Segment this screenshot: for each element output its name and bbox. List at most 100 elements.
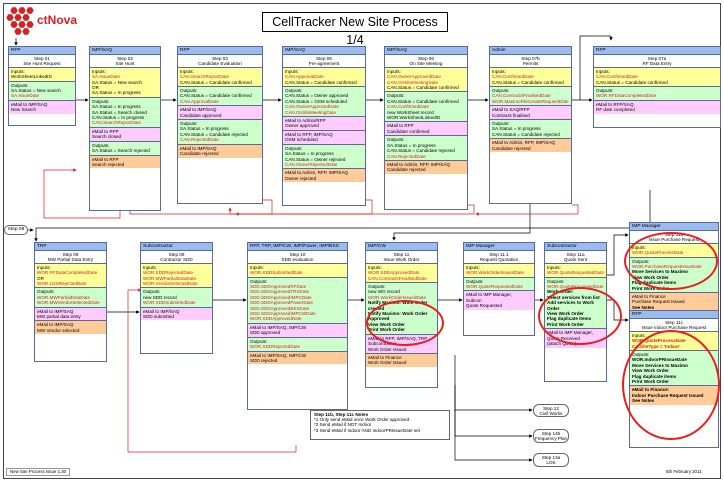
step-number: Step 05	[316, 56, 332, 61]
step-title: Site Hunt	[115, 61, 135, 67]
role-tag: IMP/SAQ	[283, 47, 365, 55]
section-line: eMail to IMP/SAQ, IMP/CW	[250, 324, 307, 330]
step-11-notes: Step 11b, Step 11c Notes *1 Only send eM…	[310, 410, 450, 440]
section-line: Outputs:	[37, 289, 55, 295]
section-line: SDD.SDDApprovedPowerDate	[250, 300, 314, 306]
section-line: CAN.OnSiteMeetingDate	[387, 79, 439, 85]
section-line: Quote Received	[547, 335, 580, 341]
section-line: eMail to Finance	[368, 354, 402, 360]
notes-item: *2 Send eMail if NOT Indoor	[314, 422, 372, 428]
pill-line: Step 12	[543, 405, 559, 411]
section-line: CAN.Status = Candidate rejected	[387, 148, 455, 154]
section-line: CAN.SearchReportDate	[92, 120, 142, 126]
step-title: RF Data Entry	[642, 61, 672, 67]
section-line: eMail to IMP/SAQ	[37, 322, 74, 328]
section-line: Outputs:	[180, 121, 198, 127]
section-line: CAN.OnSiteMeetingDate	[285, 109, 337, 115]
step-title: Permits	[522, 61, 539, 67]
section-line: SDD rejected	[250, 357, 278, 363]
step-section: Outputs:CAN.Status = Candidate confirmed…	[178, 87, 262, 107]
section-line: SA.Status = In progress	[92, 90, 141, 96]
section-line: Outputs:	[492, 121, 510, 127]
section-line: WOR.WorkOrderIssuedDate	[466, 270, 525, 276]
section-line: WOR.QuoteProcessedDate	[547, 284, 604, 290]
section-line: Outputs:	[632, 258, 650, 264]
role-tag: RFP, TRP, IMP/CW, IMP/Power, IMP/BSS	[248, 243, 347, 251]
section-line: Inputs:	[632, 332, 646, 338]
section-line: Owner approved	[285, 123, 319, 129]
role-tag: IMP/CW	[366, 243, 437, 251]
step-number: Step 11	[393, 252, 410, 257]
section-line: SA.Status = In progress	[492, 126, 541, 132]
section-line: Outputs:	[285, 88, 303, 94]
section-line: Inputs:	[250, 264, 264, 270]
section-line: SDD approved	[250, 330, 281, 336]
section-line: eMail to RFP, IMP/SAQ, TRP,	[368, 335, 428, 341]
section-line: WOR.MWPartialDataDate	[143, 275, 197, 281]
step-title: Pre-agreement	[308, 61, 340, 67]
section-line: SA.Status = Search rejected	[92, 148, 150, 154]
section-line: SA.IssueDate	[92, 74, 121, 80]
step-title: Site Hunt Request	[23, 61, 61, 67]
step-title: SDD evaluation	[281, 257, 314, 263]
section-line: WOR.MWPartialDataDate	[37, 294, 91, 300]
step-number: Step 11.1	[489, 252, 509, 257]
section-line: SDD.SDDApprovedTRSDate	[250, 289, 310, 295]
notes-item: *1 Only send eMail once Work Order appro…	[314, 417, 410, 423]
section-line: See Notes	[632, 398, 655, 404]
section-line: CAN.ConfirmedDate	[596, 74, 638, 80]
logo-wordmark: ctNova	[37, 13, 78, 27]
section-line: new WorkSheet record	[387, 109, 434, 115]
section-line: WOR.QuoteRequestedDate	[547, 270, 604, 276]
step-number: Step 02	[117, 56, 133, 61]
step-number: Step 01	[34, 56, 50, 61]
section-line: CA.SiteType = 'Indoor'	[632, 343, 681, 349]
page-title: CellTracker New Site Process 1/4	[262, 12, 448, 47]
step-number: Step 09	[168, 252, 185, 257]
section-line: View Work Order	[632, 274, 669, 280]
section-line: SDD.SDDApprovedIMPCDate	[250, 294, 312, 300]
section-line: eMail to Finance:	[632, 387, 670, 393]
section-line: Subcon	[466, 297, 482, 303]
section-line: Candidate rejected	[180, 151, 219, 157]
section-line: OR	[92, 85, 99, 91]
section-line: View Work Order	[547, 311, 584, 317]
section-line: new WO record	[368, 289, 400, 295]
section-line: Outputs:	[92, 142, 110, 148]
section-line: eMail to Admin/RFP	[285, 118, 326, 124]
step-section: Inputs:WOR.QuoteRequestedDate	[545, 263, 606, 278]
footer-issue: New Site Process Issue 1.30	[6, 468, 71, 476]
step-title: MW Partial Data Entry	[47, 257, 94, 263]
section-line: Flag duplicate items	[632, 280, 677, 286]
section-line: eMail to Admin, RFP, IMP/SAQ	[387, 161, 450, 167]
section-line: SA.Status = Search closed	[92, 109, 147, 115]
